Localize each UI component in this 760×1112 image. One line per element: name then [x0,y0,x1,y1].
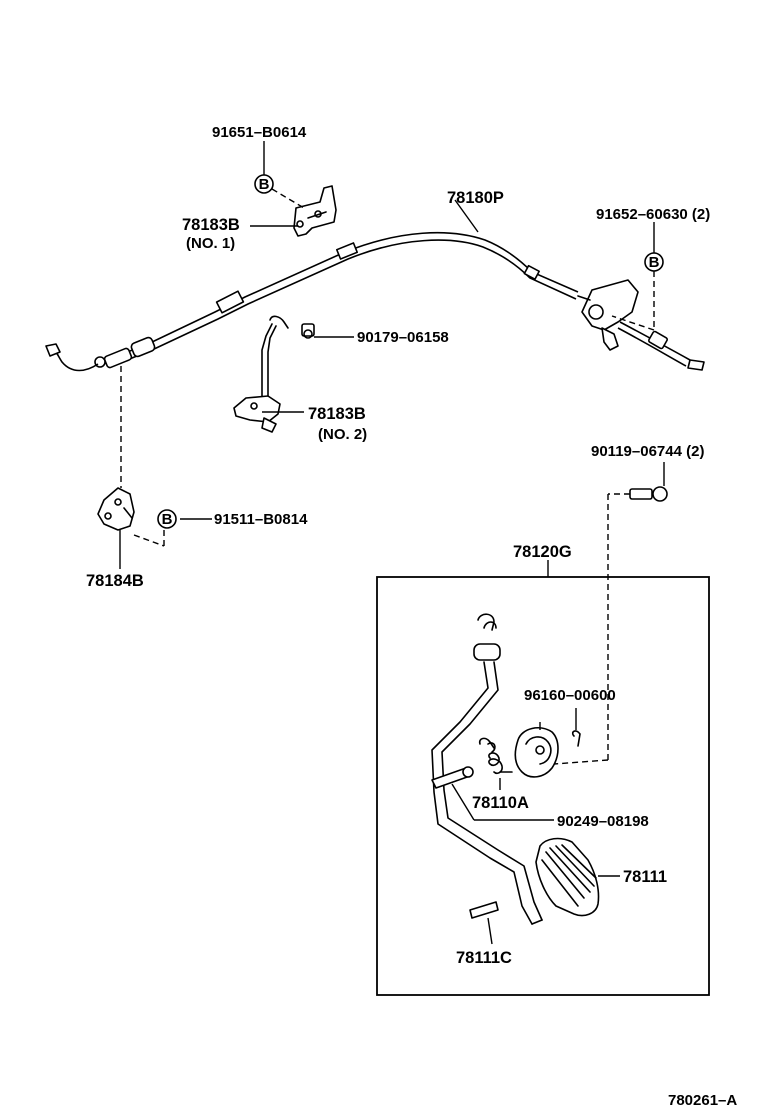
callout-b-1: B [254,174,274,194]
bracket-right [577,279,639,351]
footer-diagram-code: 780261–A [668,1092,737,1109]
label-78183b-no1: 78183B [182,216,240,234]
assembly-box [376,576,710,996]
pedal-arm [431,613,543,925]
accelerator-cable [45,231,705,372]
bracket-78184b [97,487,135,531]
label-90179-06158: 90179–06158 [357,329,449,346]
label-78183b-no2-sub: (NO. 2) [318,426,367,443]
bolt-90179 [301,323,315,339]
bracket-no2 [233,315,289,433]
callout-b-text: B [649,254,660,271]
label-91651-b0614: 91651–B0614 [212,124,307,141]
callout-b-3: B [157,509,177,529]
pivot-bracket [514,708,581,778]
label-78110a: 78110A [472,794,529,812]
stopper-78111c [469,901,499,945]
label-78111: 78111 [623,868,667,886]
label-78183b-no1-sub: (NO. 1) [186,235,235,252]
callout-b-2: B [644,252,664,272]
label-78184b: 78184B [86,572,144,590]
label-90249-08198: 90249–08198 [557,813,649,830]
bracket-no1 [293,185,337,237]
label-91652-60630: 91652–60630 (2) [596,206,710,223]
pedal-pad-78111 [535,837,620,917]
label-78111c: 78111C [456,949,512,967]
label-91511-b0814: 91511–B0814 [214,511,308,528]
callout-b-text: B [259,176,270,193]
pin-90249 [431,766,554,821]
callout-b-text: B [162,511,173,528]
label-78180p: 78180P [447,189,504,207]
leader-lines [119,141,665,765]
label-78120g: 78120G [513,543,572,561]
bolt-90119 [629,486,668,502]
label-96160-00600: 96160–00600 [524,687,616,704]
spring-78110a [478,737,513,790]
label-78183b-no2: 78183B [308,405,366,423]
label-90119-06744: 90119–06744 (2) [591,443,704,460]
